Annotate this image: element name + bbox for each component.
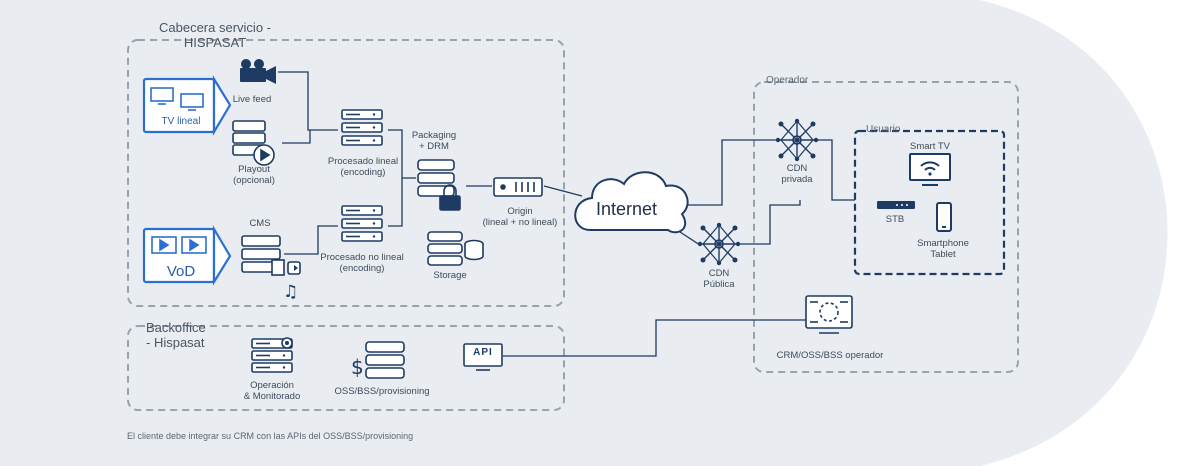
monitor-icon (150, 87, 204, 111)
usuario-group-title: Usuario (866, 124, 901, 135)
footnote: El cliente debe integrar su CRM con las … (127, 431, 414, 441)
film-icon (151, 236, 207, 254)
smartphone-line2: Tablet (930, 249, 956, 260)
operacion-line1: Operación (250, 380, 294, 391)
stb-label: STB (885, 214, 905, 225)
packaging-line1: Packaging (411, 130, 457, 141)
backoffice-group-box (127, 325, 565, 411)
smart-tv-label: Smart TV (910, 141, 950, 152)
operador-group-box (753, 81, 1019, 373)
procesado-nolineal-label: Procesado no lineal (encoding) (312, 252, 412, 274)
cabecera-title-line1: Cabecera servicio - (159, 20, 271, 35)
api-label: API (473, 347, 493, 358)
tv-lineal-label: TV lineal (161, 116, 201, 127)
origin-line2: (lineal + no lineal) (482, 217, 558, 228)
playout-label-line1: Playout (238, 164, 270, 175)
procesado-nolineal-line1: Procesado no lineal (320, 252, 404, 263)
cdn-publica-label: CDN Pública (692, 268, 746, 290)
oss-bss-label: OSS/BSS/provisioning (334, 386, 430, 397)
backoffice-title-line1: Backoffice (146, 320, 206, 335)
cabecera-title-line2: HISPASAT (183, 35, 247, 50)
playout-label-line2: (opcional) (233, 175, 275, 186)
cdn-privada-line2: privada (781, 174, 813, 185)
cdn-publica-icon (696, 222, 742, 267)
packaging-line2: + DRM (419, 141, 449, 152)
operacion-line2: & Monitorado (243, 391, 301, 402)
internet-label: Internet (596, 199, 658, 219)
cms-label: CMS (249, 218, 271, 229)
vod-label: VoD (166, 263, 196, 280)
origin-line1: Origin (507, 206, 533, 217)
procesado-lineal-line2: (encoding) (340, 167, 386, 178)
connectors (278, 71, 855, 357)
monitoring-icon (251, 337, 293, 373)
smartphone-label: Smartphone Tablet (910, 238, 976, 260)
oss-bss-icon (365, 341, 405, 379)
crm-operador-icon (805, 295, 853, 334)
stb-icon (877, 201, 915, 209)
packaging-drm-icon (417, 159, 461, 211)
music-note-icon: ♫ (283, 282, 298, 302)
smartphone-icon (936, 202, 952, 232)
cdn-publica-line1: CDN (708, 268, 730, 279)
crm-operador-label: CRM/OSS/BSS operador (776, 350, 884, 361)
storage-label: Storage (433, 270, 467, 281)
cabecera-group-title: Cabecera servicio - HISPASAT (150, 20, 280, 50)
storage-icon (427, 231, 484, 266)
cdn-privada-icon (774, 118, 820, 162)
origin-label: Origin (lineal + no lineal) (476, 206, 564, 228)
playout-icon (232, 120, 275, 166)
procesado-nolineal-line2: (encoding) (339, 263, 385, 274)
dollar-icon: $ (351, 355, 364, 379)
procesado-lineal-label: Procesado lineal (encoding) (318, 156, 408, 178)
internet-cloud-icon (574, 171, 689, 234)
backoffice-title-line2: - Hispasat (146, 335, 205, 350)
cms-icon (241, 235, 301, 276)
api-monitor-icon (463, 343, 503, 371)
cabecera-group-box (127, 39, 565, 307)
packaging-drm-label: Packaging + DRM (404, 130, 464, 152)
playout-label: Playout (opcional) (222, 164, 286, 186)
cdn-publica-line2: Pública (703, 279, 735, 290)
operador-group-title: Operador (766, 75, 809, 86)
server-nolineal-icon (341, 205, 383, 242)
background-arc (0, 0, 1168, 466)
server-lineal-icon (341, 109, 383, 146)
backoffice-group-title: Backoffice - Hispasat (146, 320, 206, 350)
cdn-privada-label: CDN privada (770, 163, 824, 185)
cdn-privada-line1: CDN (786, 163, 808, 174)
camera-icon (240, 59, 276, 84)
operacion-label: Operación & Monitorado (232, 380, 312, 402)
procesado-lineal-line1: Procesado lineal (327, 156, 399, 167)
smart-tv-icon (909, 153, 951, 186)
origin-server-icon (493, 177, 543, 197)
smartphone-line1: Smartphone (917, 238, 969, 249)
usuario-group-box (853, 129, 1006, 276)
live-feed-label: Live feed (232, 94, 272, 105)
